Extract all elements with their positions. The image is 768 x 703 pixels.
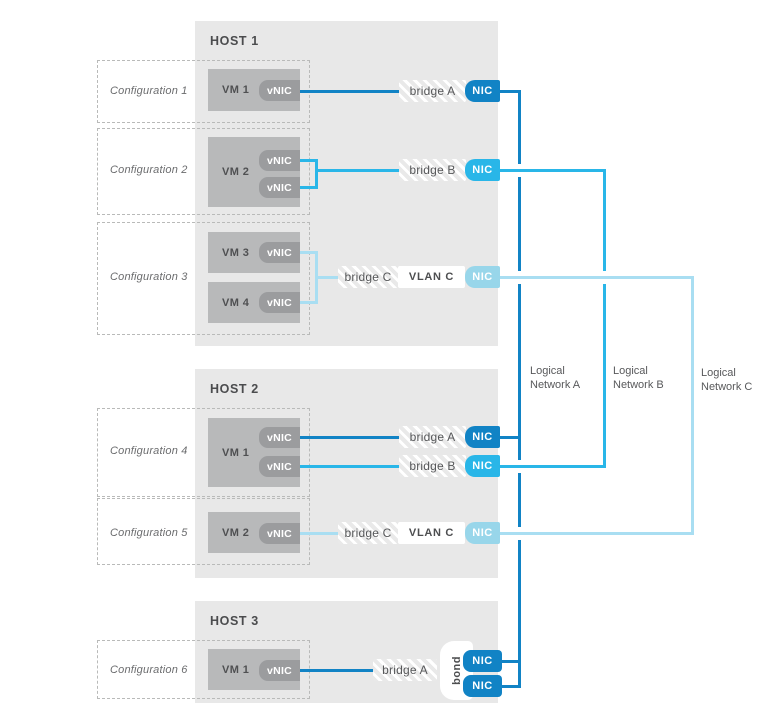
host1-vm2-vnic-join-line [315, 159, 318, 189]
logical-network-c-line1: Logical [701, 367, 736, 379]
host1-vm2-vnic1-badge: vNIC [259, 150, 300, 171]
host3-nic1-badge: NIC [463, 650, 502, 672]
host1-nicC-to-trunkC-line [500, 276, 694, 279]
logical-network-c-label: Logical Network C [701, 366, 752, 394]
host1-join-to-bridgeB-line [315, 169, 399, 172]
host1-vm4-name: VM 4 [222, 296, 250, 309]
host2-title: HOST 2 [210, 382, 259, 396]
host2-vlanC-pill: VLAN C [398, 522, 465, 544]
host2-bridgeA-pill: bridge A [399, 426, 466, 448]
host1-bridgeA-pill: bridge A [399, 80, 466, 102]
host1-nicA-to-trunkA-line [500, 90, 521, 93]
host2-bridgeC-pill: bridge C [338, 522, 398, 544]
host1-vm3-vnic-badge: vNIC [259, 242, 300, 263]
host1-nicB-to-trunkB-line [500, 169, 606, 172]
host2-vm2-name: VM 2 [222, 526, 250, 539]
host2-vm2-vnic-badge: vNIC [259, 523, 300, 544]
host2-vnic2-to-bridgeB-line [300, 465, 399, 468]
logical-network-b-trunk-line [603, 169, 606, 468]
logical-network-a-trunk-line [518, 90, 521, 688]
host1-vm4-vnic-line [300, 301, 318, 304]
host2-nicA-badge: NIC [465, 426, 500, 448]
host1-vm2-vnic1-line [300, 159, 318, 162]
host3-vm1-vnic-badge: vNIC [259, 660, 300, 681]
host3-nic1-to-trunkA-line [502, 660, 521, 663]
configuration4-label: Configuration 4 [110, 445, 188, 457]
host2-vm1-vnic1-badge: vNIC [259, 427, 300, 448]
host1-vnic-to-bridgeA-line [300, 90, 399, 93]
host2-vnic-to-bridgeC-line [300, 532, 338, 535]
host2-nicB-badge: NIC [465, 455, 500, 477]
host2-vm1-vnic2-badge: vNIC [259, 456, 300, 477]
host1-vm2-name: VM 2 [222, 166, 250, 178]
host2-nicA-to-trunkA-line [500, 436, 521, 439]
host3-nic2-badge: NIC [463, 675, 502, 697]
configuration3-label: Configuration 3 [110, 271, 188, 283]
configuration2-label: Configuration 2 [110, 164, 188, 176]
configuration3-box [97, 222, 310, 335]
host1-vm2-vnic2-line [300, 186, 318, 189]
host1-nicB-badge: NIC [465, 159, 500, 181]
host3-title: HOST 3 [210, 614, 259, 628]
host1-bridgeC-pill: bridge C [338, 266, 398, 288]
host2-nicC-badge: NIC [465, 522, 500, 544]
configuration6-label: Configuration 6 [110, 664, 188, 676]
host1-vm2-vnic2-badge: vNIC [259, 177, 300, 198]
logical-network-a-line1: Logical [530, 365, 565, 377]
host1-vlanC-pill: VLAN C [398, 266, 465, 288]
host3-bridgeA-pill: bridge A [373, 659, 437, 681]
configuration1-label: Configuration 1 [110, 85, 188, 97]
logical-network-a-label: Logical Network A [530, 364, 580, 392]
host1-vm1-name: VM 1 [222, 84, 250, 96]
logical-network-b-line2: Network B [613, 379, 664, 391]
configuration5-label: Configuration 5 [110, 527, 188, 539]
host1-title: HOST 1 [210, 34, 259, 48]
host3-vm1-name: VM 1 [222, 663, 250, 676]
host2-vnic1-to-bridgeA-line [300, 436, 399, 439]
configuration5-box [97, 498, 310, 565]
logical-network-a-line2: Network A [530, 379, 581, 391]
host1-nicC-badge: NIC [465, 266, 500, 288]
host1-vm3-vnic-line [300, 251, 318, 254]
configuration4-box [97, 408, 310, 497]
host3-nic2-to-trunkA-line [502, 685, 521, 688]
host2-bridgeB-pill: bridge B [399, 455, 466, 477]
host2-nicB-to-trunkB-line [500, 465, 606, 468]
logical-network-c-line2: Network C [701, 381, 753, 393]
logical-network-c-trunk-line [691, 276, 694, 535]
host1-vm4-vnic-badge: vNIC [259, 292, 300, 313]
host1-join-to-bridgeC-line [315, 276, 338, 279]
host1-vm3-name: VM 3 [222, 246, 250, 259]
configuration2-box [97, 128, 310, 215]
logical-network-b-line1: Logical [613, 365, 648, 377]
host2-nicC-to-trunkC-line [500, 532, 694, 535]
bond-label: bond [450, 656, 463, 685]
host1-bridgeB-pill: bridge B [399, 159, 466, 181]
host1-nicA-badge: NIC [465, 80, 500, 102]
host2-vm1-name: VM 1 [222, 446, 250, 459]
host1-vm1-vnic-badge: vNIC [259, 80, 300, 101]
logical-network-b-label: Logical Network B [613, 364, 664, 392]
host3-vnic-to-bridgeA-line [300, 669, 373, 672]
